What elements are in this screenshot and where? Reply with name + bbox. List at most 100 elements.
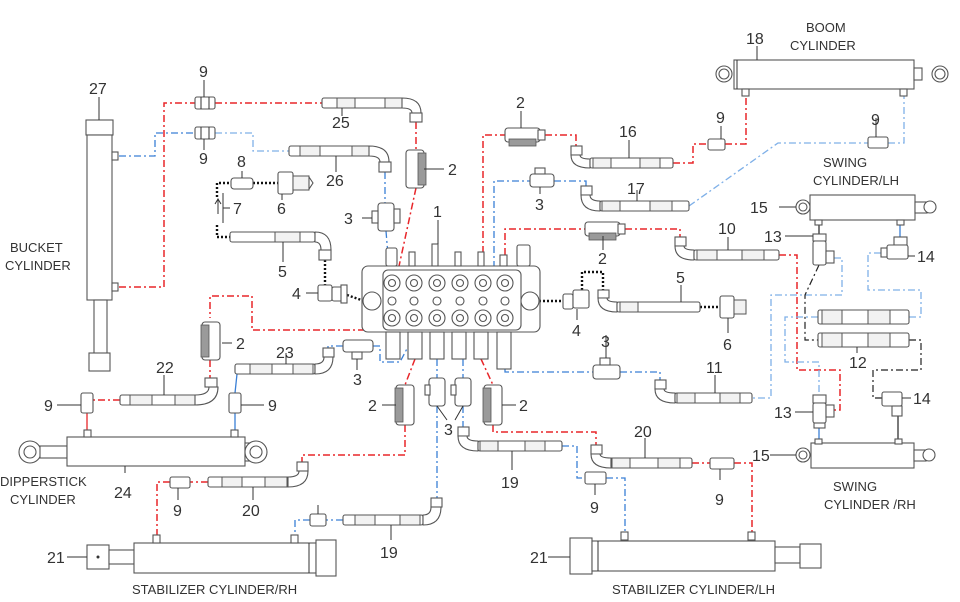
hose-12-upper[interactable] — [817, 309, 910, 325]
line-3-to-11 — [620, 371, 661, 380]
valve-2-lower-left[interactable] — [394, 384, 415, 426]
valve-to-3-dipper — [373, 342, 411, 363]
fitting-9-boom-a[interactable] — [707, 138, 726, 151]
callout-2: 2 — [448, 162, 457, 179]
hose-20-right[interactable] — [590, 444, 693, 469]
hose-16[interactable] — [570, 145, 674, 169]
callout-12: 12 — [849, 355, 867, 372]
caption-dipperstick-line2: CYLINDER — [10, 492, 76, 507]
valve-spool — [432, 296, 442, 306]
tee-3-lower-b[interactable] — [450, 377, 472, 407]
caption-dipperstick-line1: DIPPERSTICK — [0, 474, 87, 489]
caption-swing-lh-line2: CYLINDER/LH — [813, 173, 899, 188]
callout-13: 13 — [764, 229, 782, 246]
valve-2-dipper[interactable] — [200, 321, 221, 361]
line-12-to-13 — [784, 316, 820, 395]
tee-3-lower-a[interactable] — [424, 377, 446, 407]
fitting-9-stab-rh-a[interactable] — [169, 476, 191, 489]
line-9-to-hose-26 — [215, 132, 289, 152]
tee-3-dipper[interactable] — [342, 339, 374, 360]
line-12-to-14 — [872, 339, 922, 399]
caption-swing-lh-line1: SWING — [823, 155, 867, 170]
fitting-9-stab-rh-b[interactable] — [309, 513, 327, 527]
pilot-line-4-valve — [346, 293, 365, 303]
tee-3-boom[interactable] — [529, 167, 555, 188]
valve-to-2-swing — [504, 228, 585, 255]
fitting-4-left[interactable] — [317, 284, 348, 304]
hose-22[interactable] — [119, 377, 219, 406]
tee-3-right[interactable] — [592, 357, 621, 380]
valve-2-swing[interactable] — [584, 221, 626, 241]
callout-19: 19 — [501, 475, 519, 492]
valve-to-3-right — [504, 369, 593, 373]
line-2-to-20-left — [301, 425, 406, 462]
hose-19-bottom[interactable] — [342, 497, 443, 526]
hose-20-left[interactable] — [207, 461, 309, 488]
valve-2-lower-right[interactable] — [482, 384, 503, 426]
hose-5-left[interactable] — [229, 231, 332, 261]
valve-spool — [478, 296, 488, 306]
fitting-13-upper[interactable] — [812, 233, 835, 266]
coupler-6-left[interactable] — [277, 171, 314, 195]
caption-bucket-line1: BUCKET — [10, 240, 63, 255]
fitting-4-right[interactable] — [562, 289, 590, 310]
bucket-cylinder[interactable] — [85, 119, 119, 372]
callout-17: 17 — [627, 181, 645, 198]
callout-26: 26 — [326, 173, 344, 190]
dipperstick-cylinder[interactable] — [18, 429, 268, 467]
tee-3-upper[interactable] — [371, 202, 401, 232]
hose-25[interactable] — [321, 97, 423, 123]
callout-11: 11 — [706, 360, 723, 377]
hose-26[interactable] — [288, 145, 392, 173]
fitting-9-bucket-b[interactable] — [194, 126, 216, 140]
hose-23[interactable] — [234, 347, 335, 375]
callout-3: 3 — [601, 334, 610, 351]
callout-21: 21 — [47, 550, 65, 567]
fitting-9-boom-b[interactable] — [867, 136, 889, 149]
fitting-9-dipper-a[interactable] — [80, 392, 94, 414]
coupler-6-right[interactable] — [719, 295, 747, 319]
line-9-to-stab-rh — [156, 481, 170, 535]
fitting-9-stab-lh-b[interactable] — [709, 457, 735, 470]
bucket-pressure-line — [119, 102, 195, 288]
callout-24: 24 — [114, 485, 132, 502]
hose-11[interactable] — [654, 379, 753, 404]
callout-14: 14 — [913, 391, 931, 408]
line-16-to-9 — [673, 143, 708, 164]
fitting-14-upper[interactable] — [880, 236, 909, 260]
valve-2-upper-left[interactable] — [405, 149, 427, 189]
hose-12-lower[interactable] — [817, 332, 910, 348]
callout-9: 9 — [173, 503, 182, 520]
valve-spool — [455, 296, 465, 306]
valve-2-boom[interactable] — [504, 127, 546, 147]
fitting-13-lower[interactable] — [812, 394, 835, 429]
valve-to-2-dipper — [209, 295, 380, 331]
stabilizer-cylinder-rh[interactable] — [86, 534, 337, 577]
caption-stabilizer-lh: STABILIZER CYLINDER/LH — [612, 582, 775, 597]
bucket-return-line — [119, 132, 195, 157]
fitting-8[interactable] — [230, 171, 254, 190]
leader-lines — [57, 46, 915, 558]
fitting-9-stab-lh-a[interactable] — [584, 471, 607, 485]
fitting-9-bucket-a[interactable] — [194, 96, 216, 110]
swing-cylinder-rh[interactable] — [795, 438, 936, 469]
valve-port-inner — [432, 278, 442, 288]
line-13-to-12 — [804, 264, 820, 341]
stabilizer-cylinder-lh[interactable] — [569, 531, 822, 575]
hose-19-center[interactable] — [457, 426, 563, 452]
callout-9: 9 — [44, 398, 53, 415]
line-13-to-11 — [752, 257, 843, 399]
valve-port-inner — [387, 278, 397, 288]
fitting-9-dipper-b[interactable] — [228, 392, 242, 414]
callout-18: 18 — [746, 31, 764, 48]
valve-port-inner — [432, 313, 442, 323]
swing-cylinder-lh[interactable] — [795, 194, 937, 226]
callout-10: 10 — [718, 221, 736, 238]
hose-17[interactable] — [580, 185, 690, 212]
main-control-valve[interactable] — [361, 243, 541, 370]
fitting-14-lower[interactable] — [881, 391, 903, 417]
hose-5-right[interactable] — [597, 289, 701, 313]
hose-10[interactable] — [674, 236, 780, 261]
boom-cylinder[interactable] — [715, 59, 949, 97]
